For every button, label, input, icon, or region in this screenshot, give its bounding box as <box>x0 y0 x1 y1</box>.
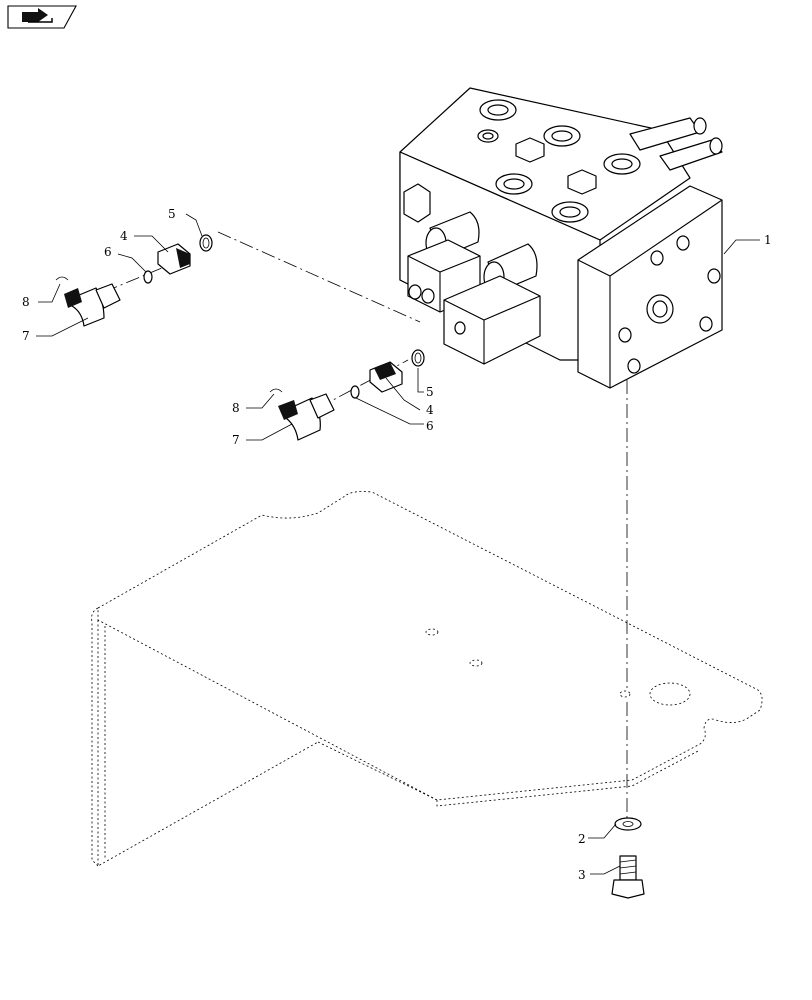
callout-8-lower: 8 <box>232 401 240 415</box>
washer <box>614 817 642 831</box>
callout-3: 3 <box>578 868 586 882</box>
callout-5-lower: 5 <box>426 385 434 399</box>
callout-8-upper: 8 <box>22 295 30 309</box>
lower-fittings <box>269 349 425 441</box>
callout-4-lower: 4 <box>426 403 434 417</box>
callout-7-upper: 7 <box>22 329 30 343</box>
callout-labels: 1 2 3 4 5 6 7 8 4 5 6 7 8 <box>22 207 772 882</box>
callout-2: 2 <box>578 832 586 846</box>
leader-lines <box>36 213 760 875</box>
callout-4-upper: 4 <box>120 229 128 243</box>
callout-1: 1 <box>764 233 772 247</box>
callout-7-lower: 7 <box>232 433 240 447</box>
mounting-plate <box>91 491 763 867</box>
bolt <box>611 855 645 899</box>
callout-6-lower: 6 <box>426 419 434 433</box>
callout-6-upper: 6 <box>104 245 112 259</box>
callout-5-upper: 5 <box>168 207 176 221</box>
upper-fittings <box>55 234 213 327</box>
nav-forward-button[interactable] <box>7 5 77 29</box>
forward-arrow-icon <box>22 8 53 23</box>
control-valve <box>399 87 723 389</box>
